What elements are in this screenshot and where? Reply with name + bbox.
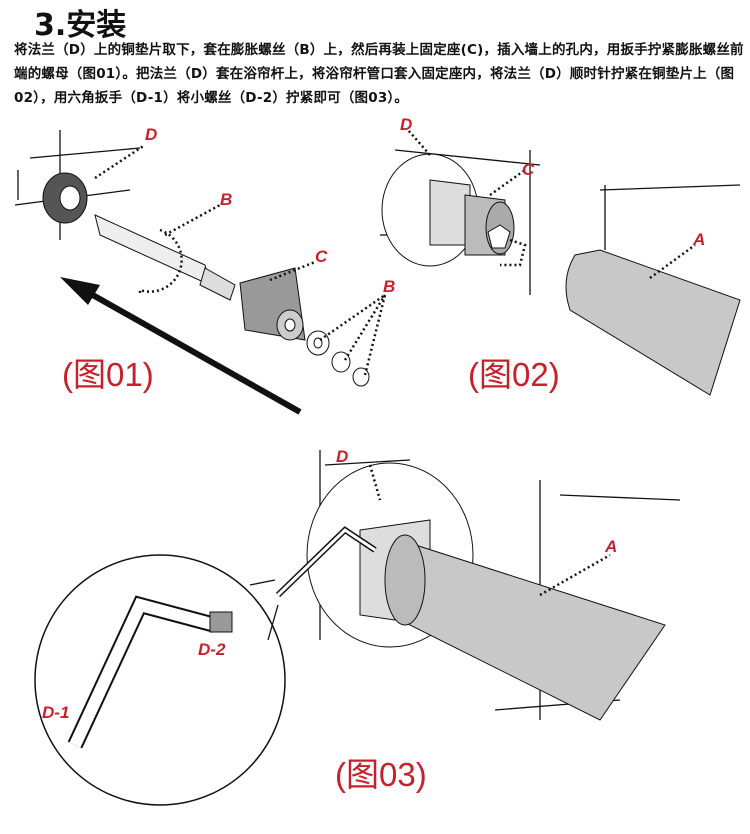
label-d2: D-2 bbox=[198, 640, 226, 659]
detail-magnifier bbox=[34, 554, 286, 806]
label-a: A bbox=[692, 230, 705, 249]
label-c: C bbox=[315, 247, 328, 266]
label-b-parts: B bbox=[383, 277, 395, 296]
label-c: C bbox=[522, 160, 535, 179]
label-b: B bbox=[220, 190, 232, 209]
label-a: A bbox=[604, 537, 617, 556]
label-d1: D-1 bbox=[42, 703, 69, 722]
label-d: D bbox=[336, 447, 348, 466]
caption-fig2: (图02) bbox=[468, 356, 560, 393]
figure-1: D B C B bbox=[14, 125, 395, 415]
expansion-bolt bbox=[94, 214, 211, 286]
arrow-icon bbox=[60, 277, 100, 305]
figure-2: D C A bbox=[380, 115, 741, 396]
figure-3: D A D-2 D-1 bbox=[34, 447, 681, 806]
rod bbox=[399, 539, 666, 721]
caption-fig1: (图01) bbox=[62, 356, 154, 393]
instructions-text: 将法兰（D）上的铜垫片取下，套在膨胀螺丝（B）上，然后再装上固定座(C)，插入墙… bbox=[14, 42, 744, 106]
section-title: 3.安装 bbox=[34, 8, 127, 43]
rod bbox=[565, 249, 741, 396]
label-d: D bbox=[400, 115, 412, 134]
label-d: D bbox=[145, 125, 157, 144]
caption-fig3: (图03) bbox=[335, 756, 427, 793]
